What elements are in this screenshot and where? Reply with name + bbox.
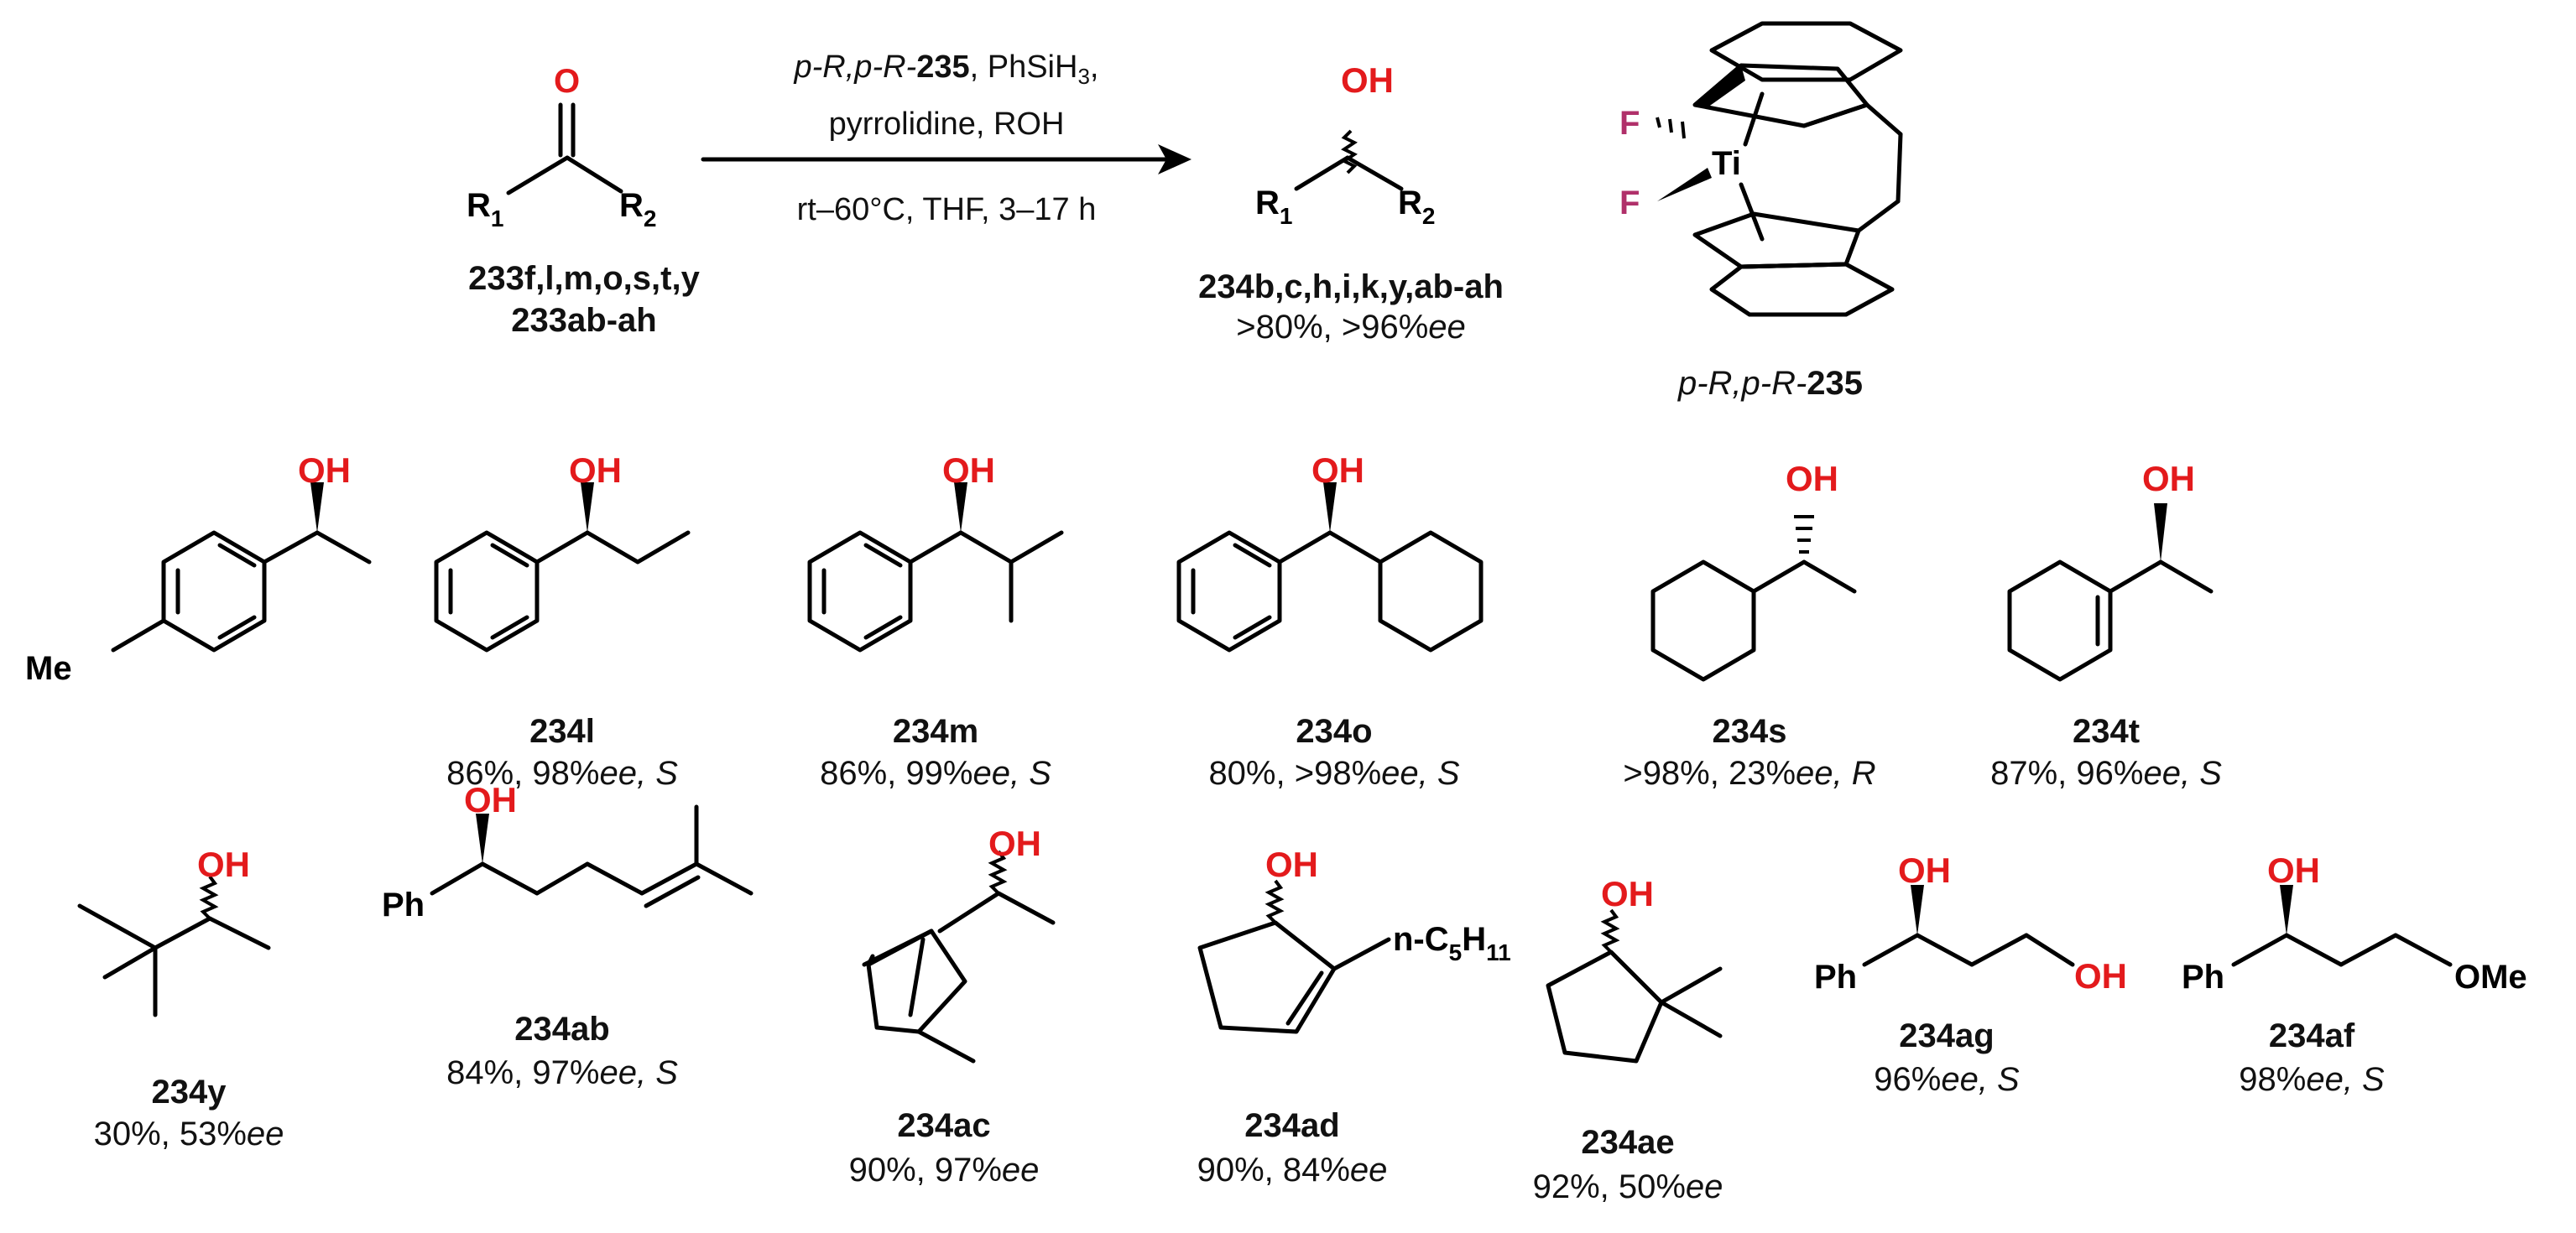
compound-label: 234af [2269,1017,2355,1054]
titanocene-catalyst: F F Ti [1619,21,1903,317]
r2-label: R2 [619,187,656,232]
reaction-arrow [701,144,1192,174]
hydroxyl: OH [1786,459,1838,498]
titanium-atom: Ti [1712,145,1741,182]
compound-234l: OH [434,450,691,653]
product-label: 234b,c,h,i,k,y,ab-ah [1198,268,1504,305]
hydroxyl: OH [1311,450,1364,490]
hydroxyl: OH [1898,851,1951,890]
compound-result: 86%, 99%ee, S [820,755,1051,792]
catalyst-label: p-R,p-R-235 [1677,365,1863,402]
pentyl-chain-label: n-C5H11 [1393,921,1511,965]
compound-label: 234y [152,1074,227,1111]
product-alcohol: OH R1 R2 [1255,60,1435,229]
compound-result: 92%, 50%ee [1533,1168,1723,1205]
phenyl-label: Ph [2182,959,2224,996]
compound-label: 234o [1296,713,1372,750]
methoxy-label: OMe [2454,959,2527,996]
compound-234ag: OH OH Ph [1814,851,2127,996]
conditions-line-1: p-R,p-R-235, PhSiH3, [794,49,1099,89]
fluorine-1: F [1619,105,1640,142]
hydroxyl: OH [1265,845,1318,884]
compound-result: 90%, 97%ee [849,1152,1040,1189]
compound-result: 90%, 84%ee [1197,1152,1388,1189]
compound-label: 234s [1713,713,1787,750]
compound-result: 87%, 96%ee, S [1990,755,2222,792]
hydroxyl: OH [2142,459,2195,498]
phenyl-label: Ph [382,887,425,923]
compound-label: 234m [893,713,978,750]
compound-p-tolyl-ethanol: OH Me [25,450,372,687]
compound-234o: OH [1176,450,1484,653]
hydroxyl: OH [988,824,1041,863]
r1-label: R1 [467,187,503,232]
hydroxyl: OH [942,450,995,490]
fluorine-2: F [1619,185,1640,221]
hydroxyl: OH [569,450,622,490]
compound-234ac: OH [862,824,1056,1064]
reactant-label-2: 233ab-ah [511,302,656,339]
compound-234ad: OH n-C5H11 [1197,845,1511,1034]
product-yield: >80%, >96%ee [1236,309,1466,346]
compound-label: 234ae [1581,1124,1674,1161]
carbonyl-oxygen: O [554,63,580,100]
compound-result: 86%, 98%ee, S [446,755,678,792]
hydroxyl: OH [197,845,250,884]
compound-label: 234ac [897,1107,990,1144]
hydroxyl: OH [298,450,351,490]
compound-label: 234ab [514,1011,609,1048]
compound-234ab: OH Ph [382,780,754,923]
compound-result: 96%ee, S [1874,1061,2020,1098]
compound-234y: OH [77,845,271,1017]
reactant-ketone: O R1 R2 [467,63,656,232]
hydroxyl: OH [2267,851,2320,890]
compound-234t: OH [2007,459,2214,682]
conditions-line-2: pyrrolidine, ROH [829,107,1065,142]
compound-label: 234ag [1899,1017,1994,1054]
compound-label: 234ad [1244,1107,1339,1144]
compound-234af: OH Ph OMe [2182,851,2527,996]
methyl-label: Me [25,650,72,687]
compound-234s: OH [1650,459,1857,682]
compound-234m: OH [807,450,1064,653]
compound-label: 234l [529,713,595,750]
compound-result: 30%, 53%ee [94,1116,284,1152]
compound-result: 84%, 97%ee, S [446,1054,678,1091]
hydroxyl: OH [464,780,517,819]
product-r2-label: R2 [1398,185,1435,229]
compound-result: 98%ee, S [2239,1061,2385,1098]
product-hydroxyl: OH [1341,60,1394,100]
terminal-hydroxyl: OH [2074,956,2127,996]
compound-234ae: OH [1546,874,1723,1064]
conditions-line-3: rt–60°C, THF, 3–17 h [797,192,1097,227]
product-r1-label: R1 [1255,185,1292,229]
phenyl-label: Ph [1814,959,1857,996]
compound-result: >98%, 23%ee, R [1623,755,1875,792]
reactant-label-1: 233f,l,m,o,s,t,y [468,260,700,297]
hydroxyl: OH [1601,874,1654,913]
compound-label: 234t [2073,713,2140,750]
compound-result: 80%, >98%ee, S [1208,755,1459,792]
